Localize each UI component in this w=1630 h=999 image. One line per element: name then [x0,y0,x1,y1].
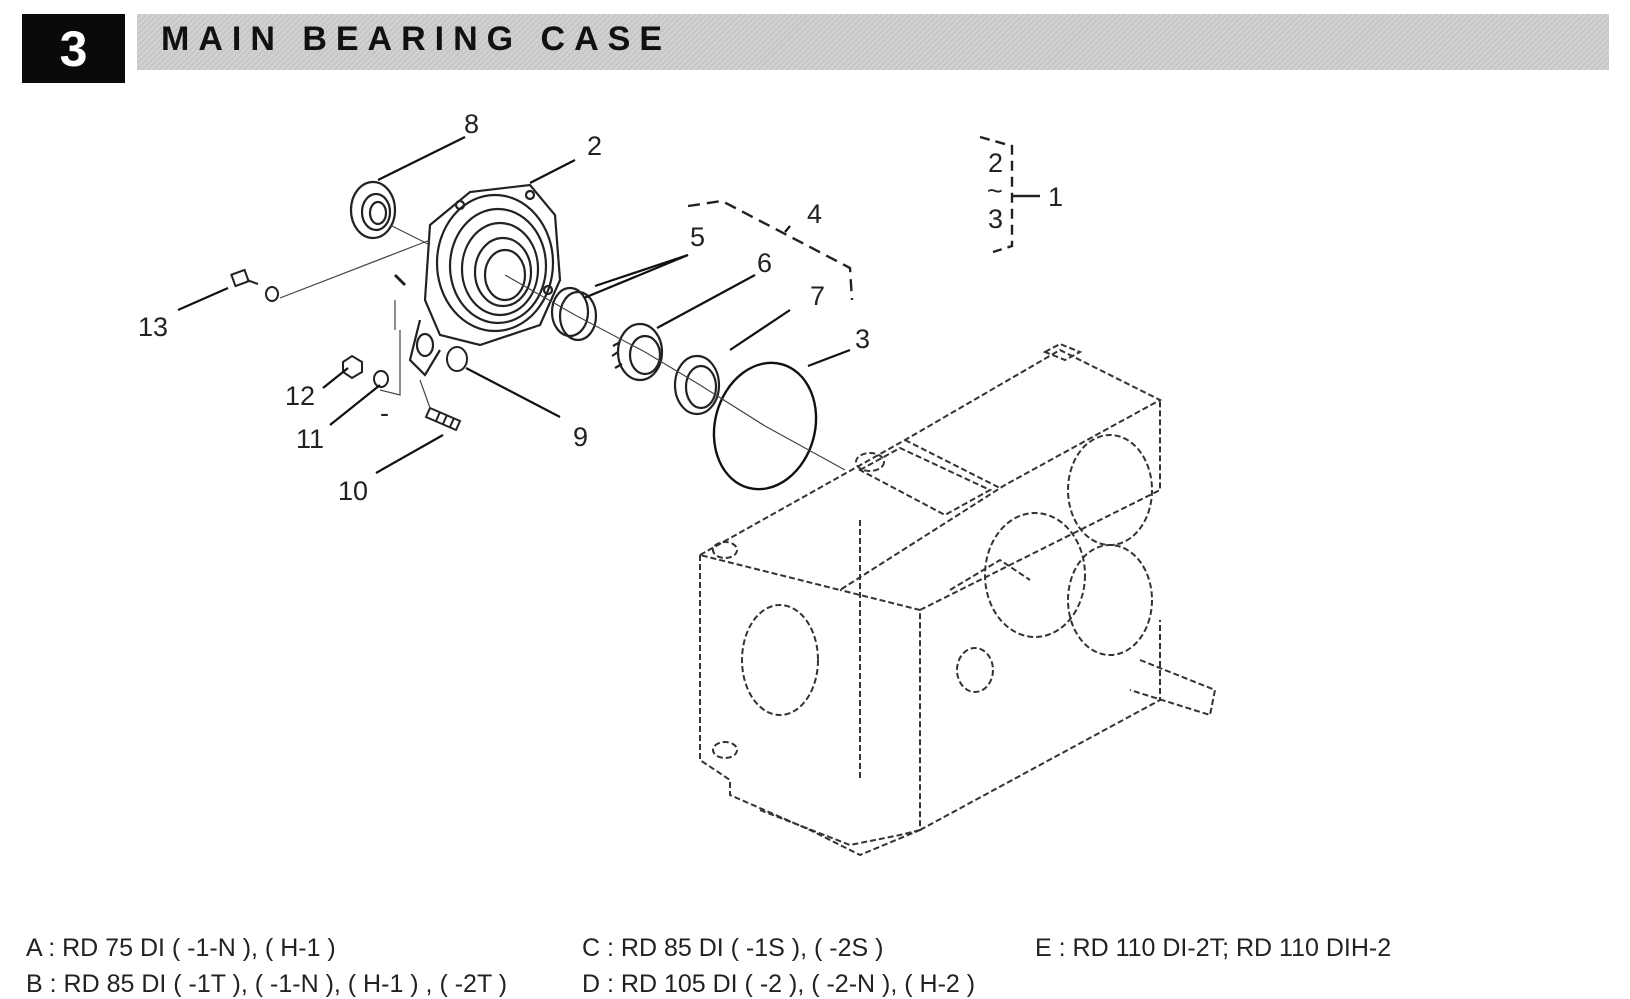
callout-5: 5 [690,222,705,252]
assembly-group-bracket [687,199,854,301]
callout-3: 3 [855,324,870,354]
section-number-badge: 3 [22,14,125,83]
bracket-label-mid: ~ [987,176,1003,206]
nut-and-washer [342,354,389,388]
callout-12: 12 [285,381,315,411]
leader-lines [177,136,851,474]
callout-4: 4 [807,199,822,229]
legend-item-a: A : RD 75 DI ( -1-N ), ( H-1 ) [26,934,336,962]
threaded-plug [611,322,664,382]
page-title: MAIN BEARING CASE [161,20,672,58]
callout-13: 13 [138,312,168,342]
callout-1: 1 [1048,182,1063,212]
assembly-center-lines [279,224,846,471]
crankcase-housing [697,342,1217,857]
callout-minus: - [380,398,389,428]
title-bar: MAIN BEARING CASE [137,14,1609,70]
bracket-label-bottom: 3 [988,204,1003,234]
callout-9: 9 [573,422,588,452]
o-ring-small [446,346,468,372]
legend-item-b: B : RD 85 DI ( -1T ), ( -1-N ), ( H-1 ) … [26,970,508,998]
bracket-label-top: 2 [988,148,1003,178]
legend-item-d: D : RD 105 DI ( -2 ), ( -2-N ), ( H-2 ) [582,970,976,998]
o-ring-large [712,361,818,491]
callout-10: 10 [338,476,368,506]
legend-item-c: C : RD 85 DI ( -1S ), ( -2S ) [582,934,884,962]
screw-with-washer [230,268,279,302]
circlip [673,354,721,416]
callout-2: 2 [587,131,602,161]
callout-8: 8 [464,109,479,139]
legend-item-e: E : RD 110 DI-2T; RD 110 DIH-2 [1035,934,1392,962]
bushing [550,286,598,342]
callout-6: 6 [757,248,772,278]
callout-11: 11 [296,424,324,454]
bearing-case-cover [393,183,562,377]
callout-7: 7 [810,281,825,311]
oil-seal [349,180,397,240]
stud [424,406,462,432]
